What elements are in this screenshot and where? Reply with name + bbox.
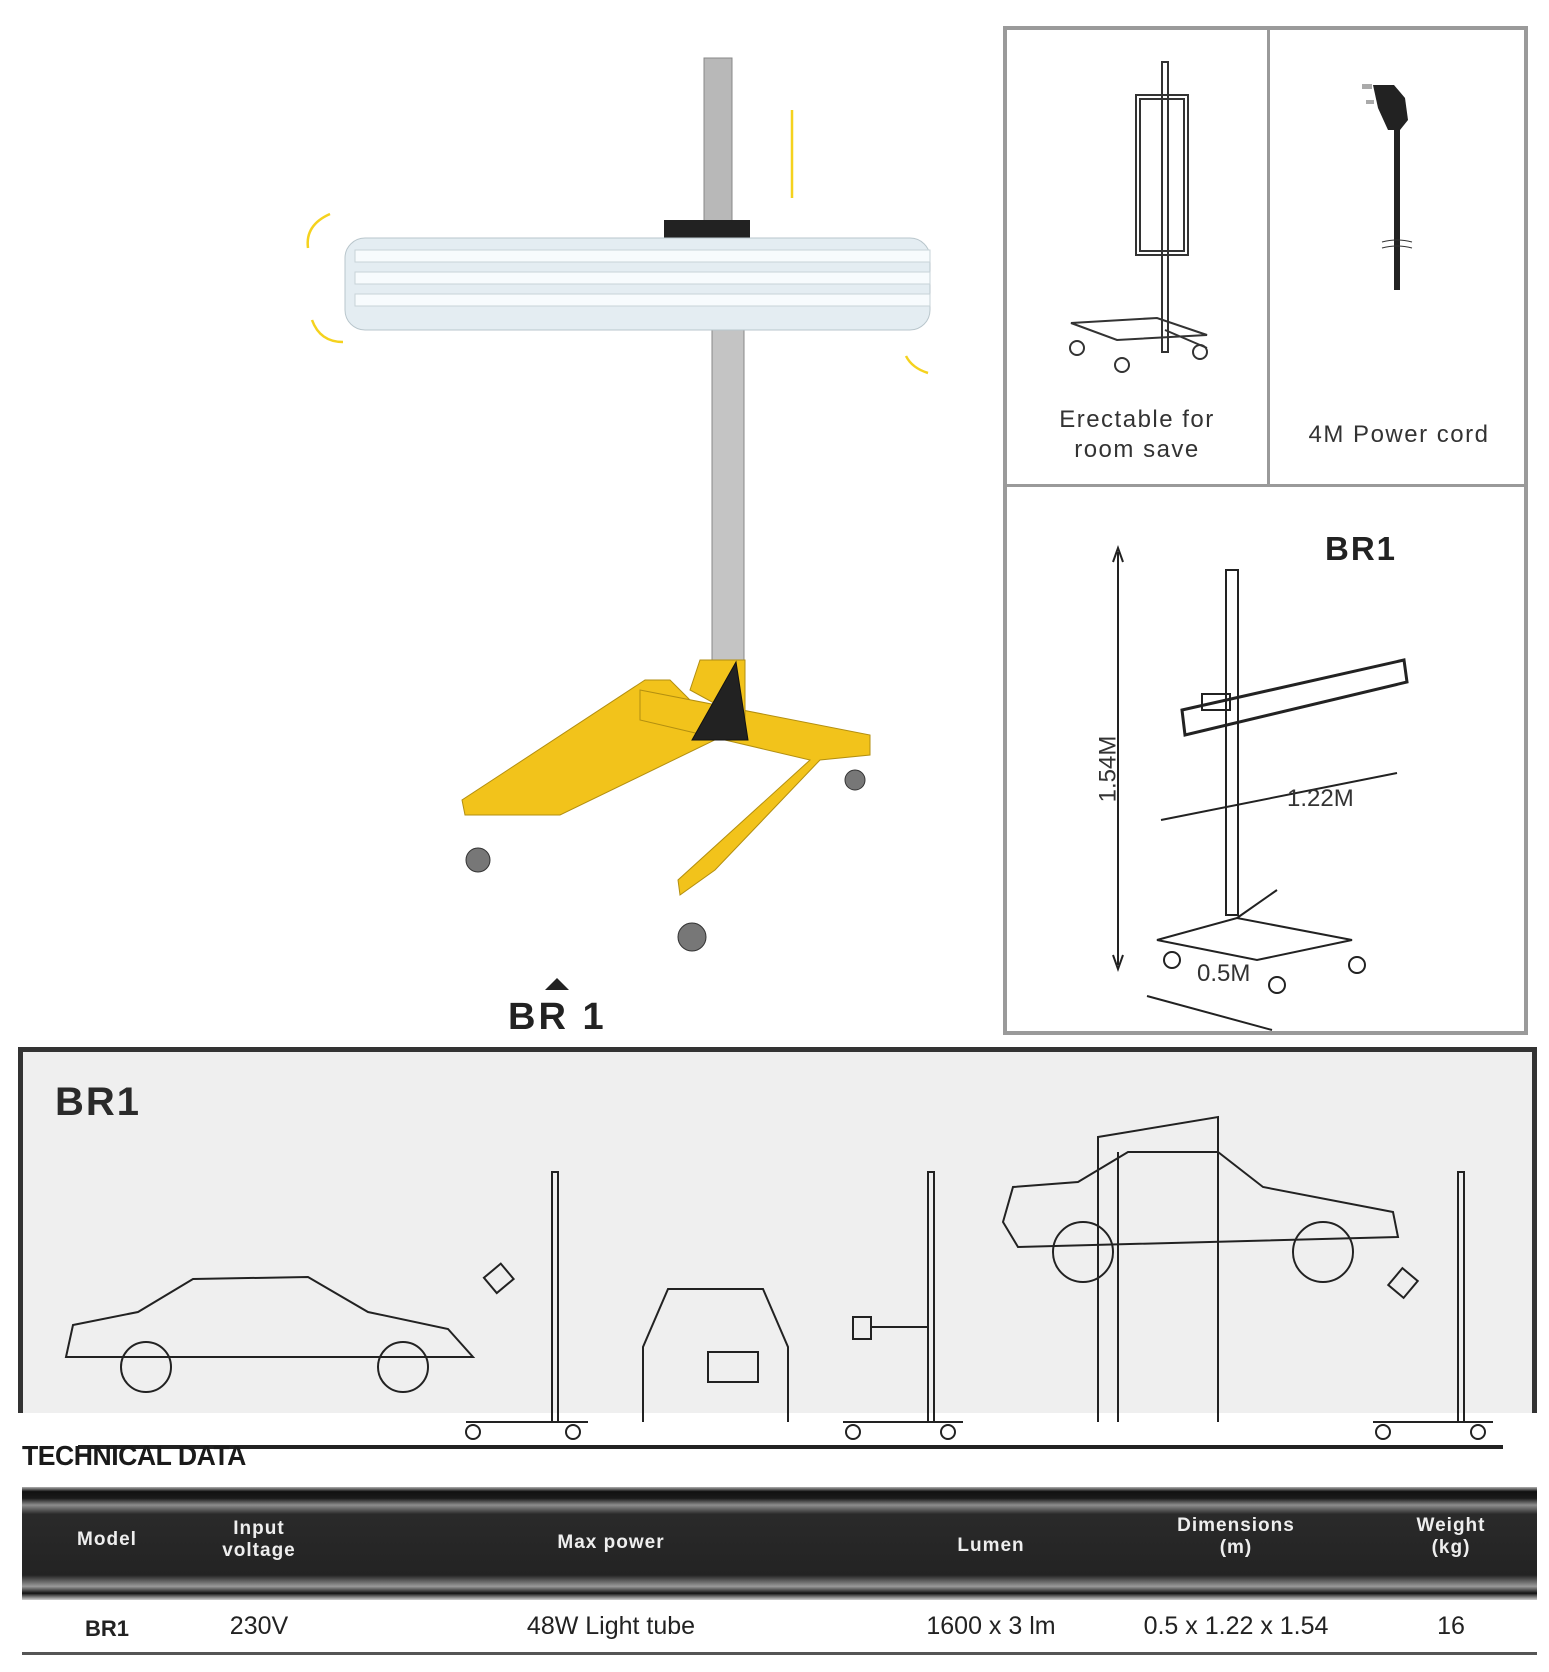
header-text: (kg)	[1431, 1537, 1471, 1558]
lamp-stand-1	[465, 1171, 588, 1440]
divider	[1007, 484, 1524, 487]
header-model: Model	[77, 1529, 137, 1551]
header-max-power: Max power	[557, 1532, 664, 1554]
header-text: (m)	[1219, 1537, 1253, 1558]
header-text: Model	[77, 1529, 137, 1550]
header-text: Input	[233, 1518, 285, 1539]
cell-max-power: 48W Light tube	[526, 1612, 696, 1640]
header-text: voltage	[222, 1540, 296, 1561]
width-dimension: 0.5M	[1197, 960, 1251, 987]
header-text: Weight	[1416, 1515, 1486, 1536]
header-text: Lumen	[957, 1535, 1025, 1556]
cell-model: BR1	[84, 1616, 130, 1641]
feature-box: Erectable for room save 4M Power cord BR…	[1003, 26, 1528, 1035]
stand-pole	[664, 57, 750, 681]
dimension-drawing	[1112, 545, 1409, 1031]
header-lumen: Lumen	[957, 1535, 1024, 1557]
car-on-lift-drawing	[1001, 1115, 1400, 1422]
erectable-caption: Erectable for room save	[1007, 405, 1267, 465]
height-dimension: 1.54M	[1094, 735, 1122, 803]
casters	[465, 769, 866, 952]
lamp-stand-3	[1373, 1171, 1493, 1440]
car-front-drawing	[642, 1288, 789, 1422]
header-weight: Weight(kg)	[1417, 1515, 1486, 1559]
power-plug-icon	[1362, 84, 1413, 290]
divider	[1267, 30, 1270, 485]
cell-lumen: 1600 x 3 lm	[926, 1612, 1056, 1640]
table-bottom-rule	[22, 1652, 1537, 1655]
product-label: BR 1	[508, 996, 607, 1038]
product-marker-icon	[545, 978, 569, 990]
usage-scenarios-panel: BR1	[18, 1047, 1537, 1449]
cell-dimensions: 0.5 x 1.22 x 1.54	[1143, 1612, 1329, 1640]
header-text: Max power	[557, 1532, 665, 1553]
rotation-arrows	[306, 110, 929, 375]
cell-weight: 16	[1437, 1612, 1465, 1640]
car-side-drawing	[64, 1275, 476, 1393]
erectable-stand-drawing	[1069, 61, 1208, 373]
header-dimensions: Dimensions(m)	[1177, 1515, 1295, 1559]
dimension-title: BR1	[1325, 530, 1398, 567]
caption-line: Erectable for	[1059, 406, 1215, 433]
header-text: Dimensions	[1177, 1515, 1295, 1536]
usage-drawings	[64, 1115, 1503, 1449]
technical-data-title: TECHNICAL DATA	[22, 1440, 246, 1471]
cell-input-voltage: 230V	[229, 1612, 289, 1640]
power-cord-caption: 4M Power cord	[1308, 421, 1490, 448]
lamp-stand-2	[843, 1171, 963, 1440]
light-tubes	[344, 237, 931, 331]
yellow-base	[461, 659, 871, 896]
usage-title: BR1	[55, 1080, 142, 1124]
caption-line: room save	[1074, 436, 1200, 463]
product-photo	[306, 57, 931, 952]
length-dimension: 1.22M	[1287, 785, 1354, 812]
